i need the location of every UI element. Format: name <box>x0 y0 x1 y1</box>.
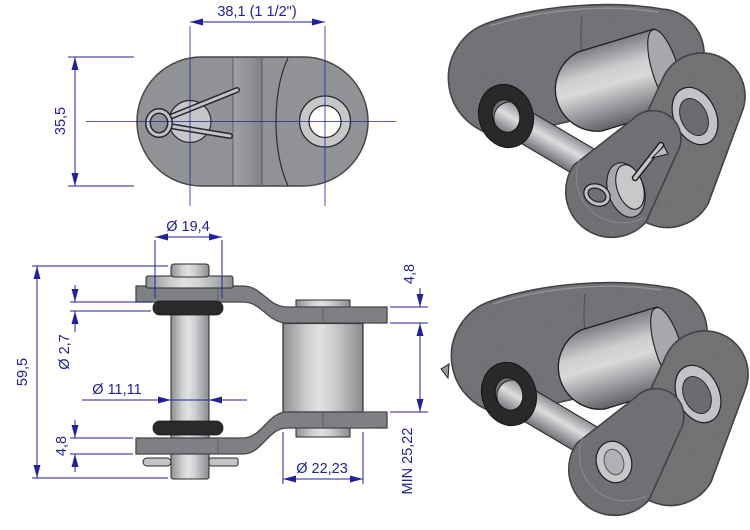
dim-pin-length: 59,5 <box>15 358 31 386</box>
dim-oring-od: Ø 19,4 <box>166 219 210 235</box>
iso-view-top <box>448 5 745 238</box>
iso-pin-end-center <box>603 448 625 476</box>
dim-plate-width: 35,5 <box>53 107 69 135</box>
cotter-left <box>142 457 172 467</box>
dim-plate-thickness-left: 4,8 <box>54 436 70 456</box>
plate-bottom <box>135 411 388 455</box>
pin-head-cap <box>170 263 210 278</box>
cotter-right <box>208 457 239 467</box>
top-view: 38,1 (1 1/2") 35,5 <box>53 4 396 206</box>
pin-washer <box>145 275 234 289</box>
dim-roller-diameter: Ø 22,23 <box>296 461 348 477</box>
iso-cotter-clip <box>583 141 669 207</box>
dim-inner-width: MIN 25,22 <box>400 428 416 495</box>
dim-pin-diameter: Ø 11,11 <box>92 382 141 398</box>
cotter-clip-plan <box>145 87 240 139</box>
iso-view-bottom <box>440 283 748 516</box>
dim-plate-thickness-right: 4,8 <box>402 264 418 284</box>
plate-top <box>135 285 388 324</box>
side-view: Ø 19,4 59,5 Ø 2,7 Ø 11,11 4,8 <box>15 219 428 494</box>
oring-top <box>152 300 224 316</box>
dim-oring-cs: Ø 2,7 <box>57 334 73 369</box>
oring-bottom <box>152 420 224 436</box>
roller <box>282 322 364 413</box>
dim-pitch: 38,1 (1 1/2") <box>217 4 296 20</box>
